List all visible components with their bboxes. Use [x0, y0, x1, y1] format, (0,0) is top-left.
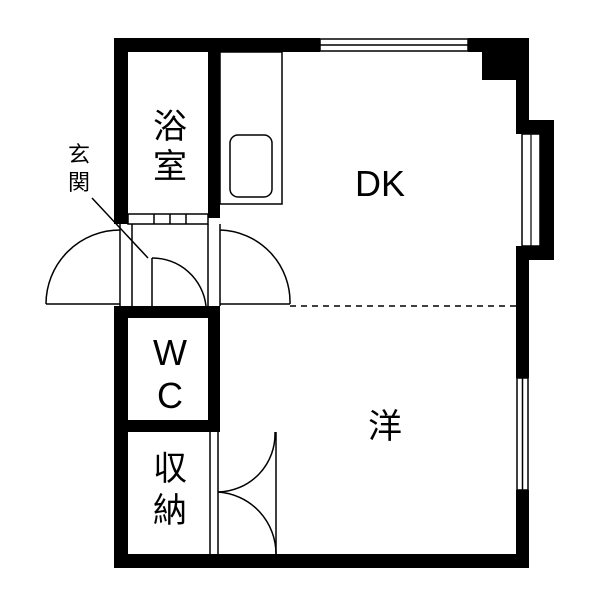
wall-bottom [114, 554, 529, 568]
entrance-label-2: 関 [68, 170, 90, 195]
room-door-swing [219, 229, 291, 305]
wc-door-swing [151, 257, 207, 307]
storage-door-swing-bottom [217, 491, 277, 555]
outer-walls [114, 38, 529, 568]
entrance-leader-line [91, 197, 149, 259]
top-window [319, 38, 469, 52]
bath-door-frame [127, 213, 209, 225]
bath-label-1: 浴 [153, 108, 187, 146]
storage-door-swing-top [217, 431, 276, 493]
storage-label-1: 収 [153, 450, 187, 488]
wall-bath-right [208, 38, 220, 218]
dk-label: DK [355, 163, 405, 204]
wall-right-top [516, 38, 529, 130]
bay-window-cap-top [516, 120, 554, 134]
kitchen [219, 51, 283, 205]
wall-right-middle [516, 246, 529, 378]
bay-window-outer [540, 134, 554, 246]
western-label: 洋 [368, 408, 402, 446]
kitchen-sink [229, 134, 273, 198]
wc-label-2: C [157, 375, 183, 416]
wall-wc-top [114, 306, 220, 318]
right-window [516, 377, 529, 491]
bay-window [516, 120, 554, 260]
interior-walls [114, 38, 220, 432]
wall-left-top [114, 38, 128, 224]
wall-bath-bottom-left [114, 212, 128, 224]
front-door-swing [45, 229, 121, 305]
entrance-label-1: 玄 [68, 142, 90, 167]
bath-door [127, 213, 209, 225]
wall-left-bottom [114, 306, 128, 568]
storage-label-2: 納 [153, 492, 187, 530]
bath-label-2: 室 [153, 148, 187, 186]
wc-label-1: W [153, 332, 187, 373]
room-labels: 浴 室 DK 洋 W C 収 納 玄 関 [68, 108, 405, 530]
entrance-area [45, 197, 291, 307]
wall-wc-right [208, 306, 220, 428]
wall-storage-top [114, 420, 220, 432]
wall-right-bottom [516, 490, 529, 568]
bay-window-cap-bottom [516, 246, 554, 260]
storage-doors [209, 431, 277, 555]
